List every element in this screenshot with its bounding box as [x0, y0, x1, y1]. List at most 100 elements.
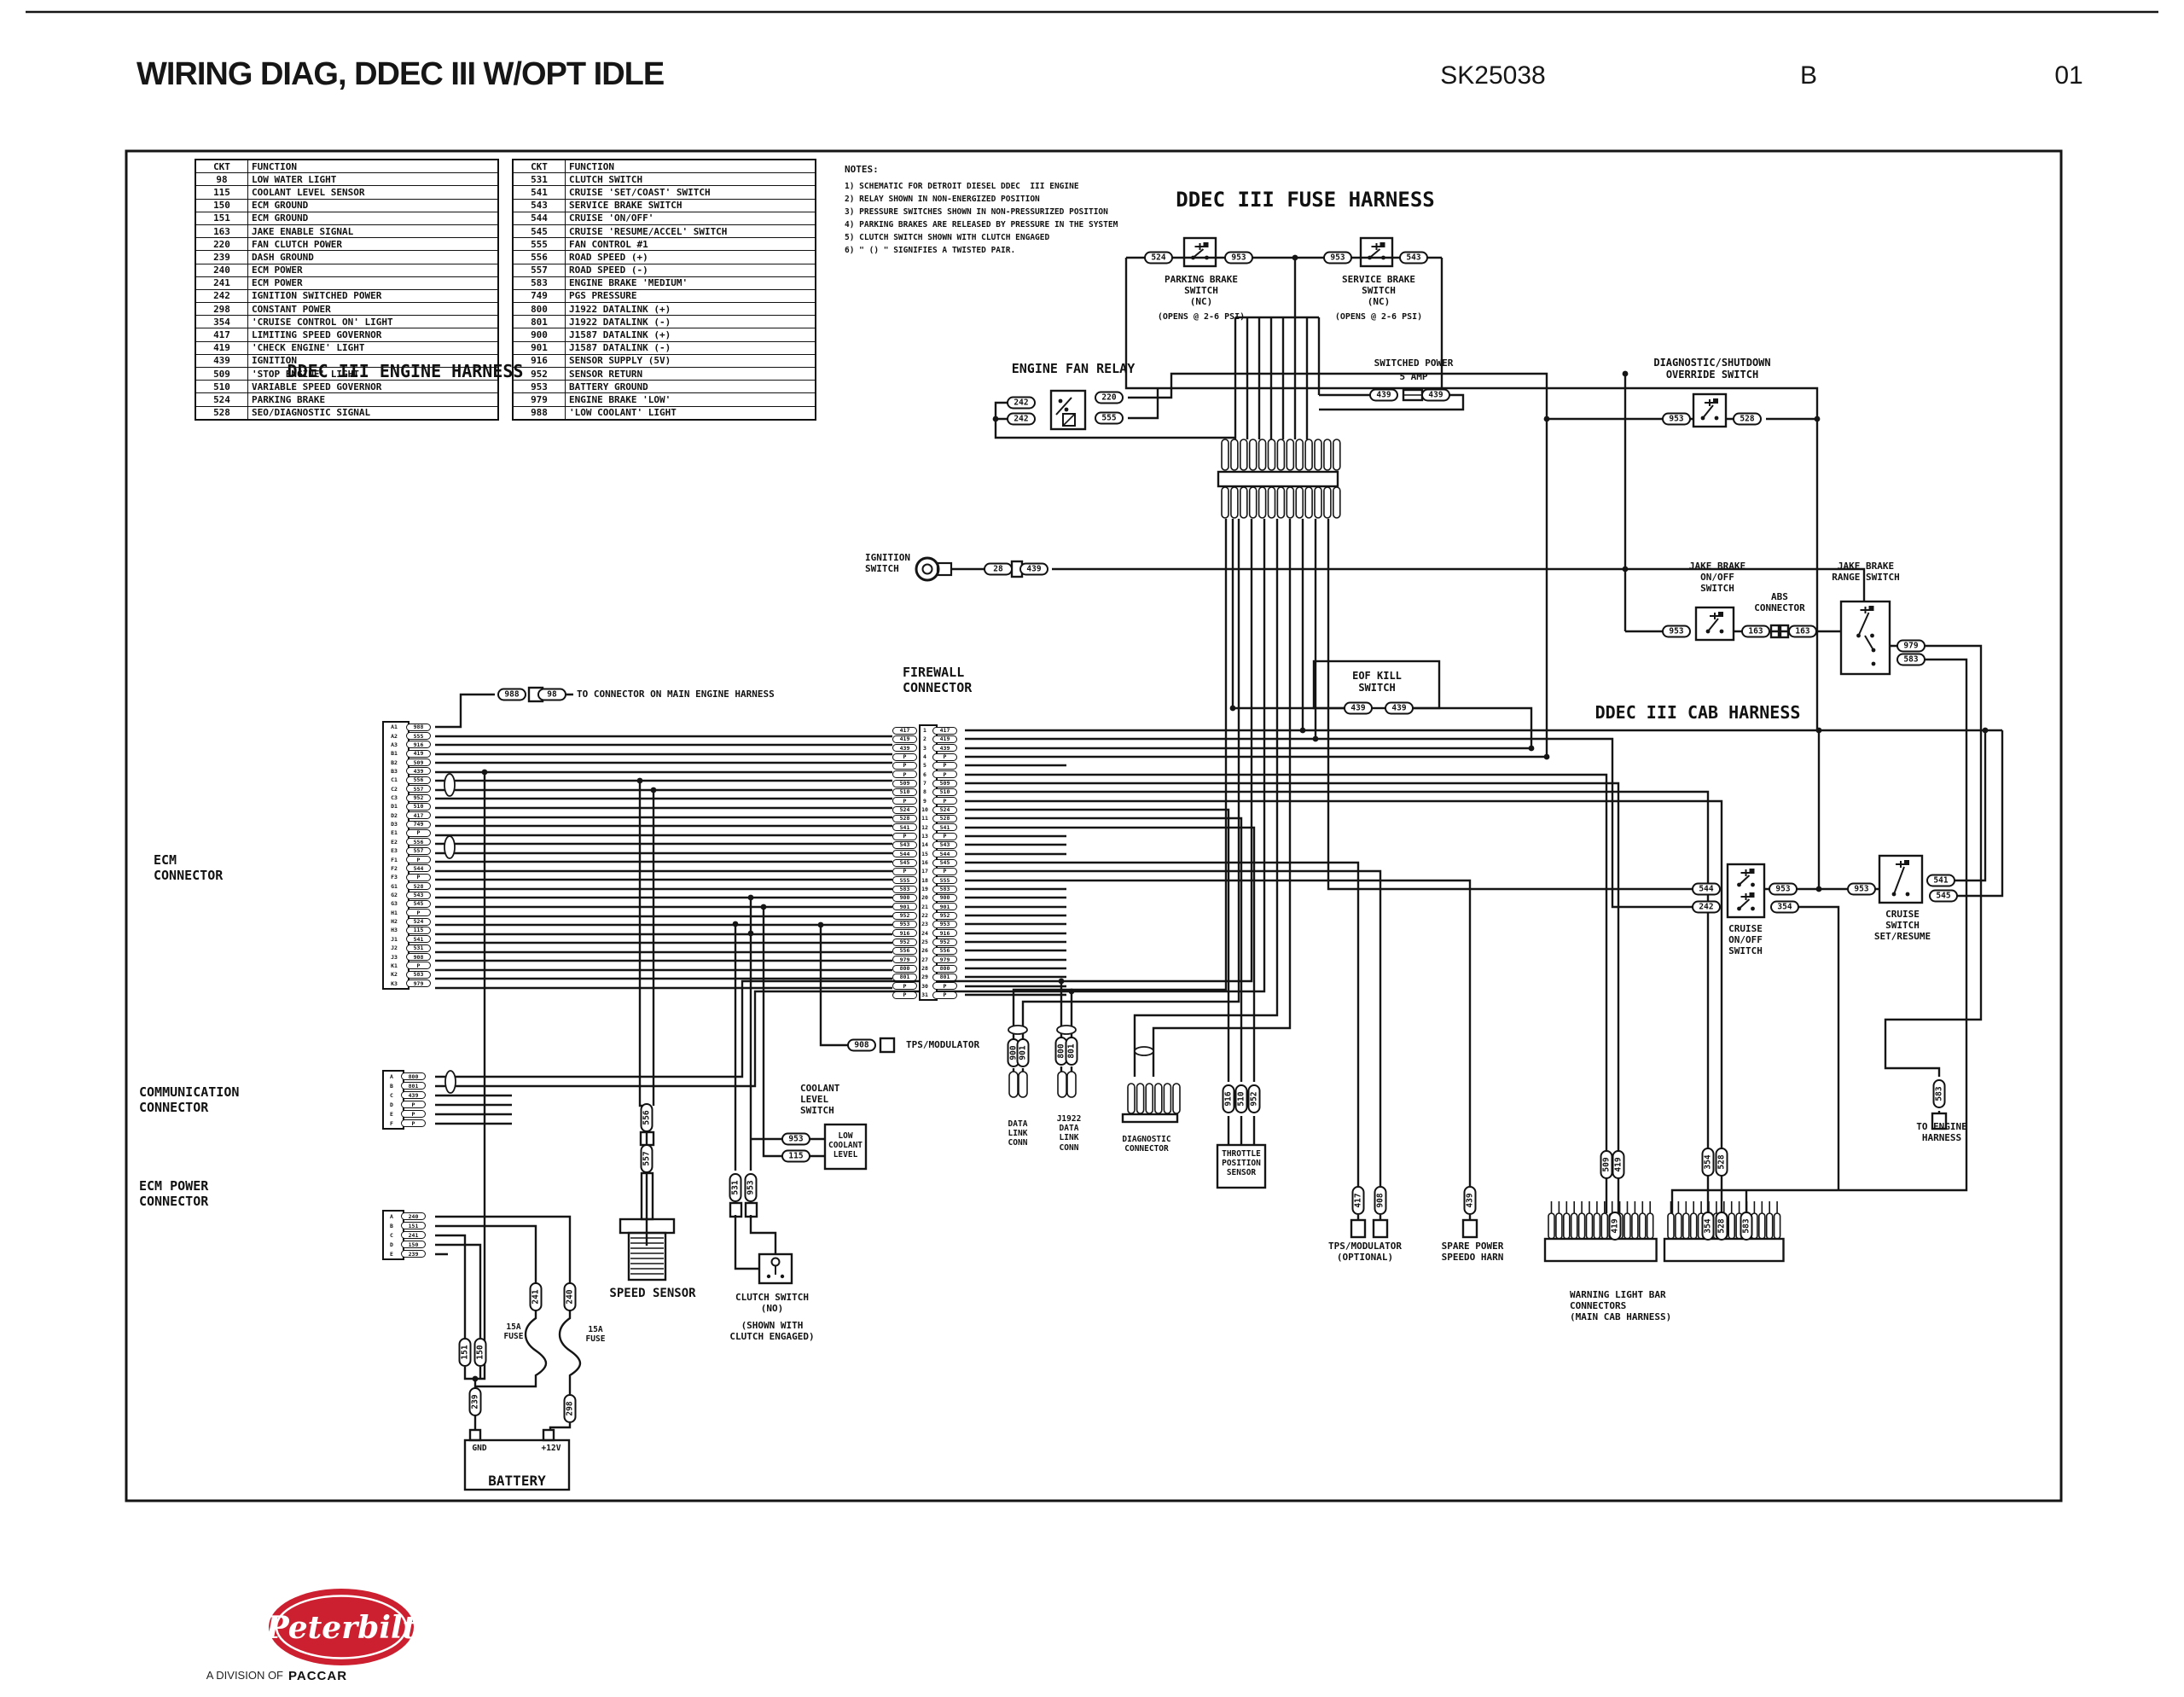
- pin-wire-pill: 801: [932, 973, 957, 981]
- pin-wire-pill: 528: [932, 814, 957, 822]
- function-cell: ECM POWER: [247, 263, 499, 277]
- junction-dot: [992, 416, 999, 422]
- wire-pill: 239: [468, 1387, 482, 1416]
- warning-light-bar-connector-left-pin: [1600, 1212, 1609, 1240]
- pin-wire-pill: 528: [892, 814, 917, 822]
- pin-wire-pill: 240: [401, 1212, 426, 1220]
- diagram-label: 15A FUSE: [585, 1325, 606, 1345]
- pin-id: B3: [391, 767, 398, 775]
- ckt-cell: 531: [512, 172, 566, 187]
- function-cell: BATTERY GROUND: [565, 380, 816, 394]
- pin-wire-pill: 241: [401, 1231, 426, 1239]
- pin-wire-pill: 419: [932, 735, 957, 743]
- pin-wire-pill: P: [406, 856, 431, 864]
- pin-id: G1: [391, 882, 398, 890]
- pin-wire-pill: 583: [932, 885, 957, 893]
- pin-wire-pill: 979: [932, 956, 957, 964]
- function-cell: ENGINE BRAKE 'MEDIUM': [565, 276, 816, 290]
- logo-oval: [269, 1589, 414, 1665]
- pin-id: C: [390, 1231, 393, 1239]
- function-cell: PGS PRESSURE: [565, 288, 816, 304]
- pin-id: B1: [391, 750, 398, 758]
- pin-wire-pill: P: [932, 867, 957, 875]
- pin-wire-pill: 583: [892, 885, 917, 893]
- pin-id: J2: [391, 944, 398, 952]
- pin-wire-pill: 952: [932, 938, 957, 946]
- pin-wire-pill: 545: [892, 858, 917, 867]
- ckt-cell: 900: [512, 328, 566, 342]
- diagnostic-pin: [1163, 1083, 1172, 1114]
- pin-id: 4: [923, 753, 926, 761]
- clutch-connector: [744, 1201, 758, 1218]
- warning-light-bar-connector-right-pin: [1773, 1212, 1781, 1240]
- pin-wire-pill: 419: [406, 749, 431, 758]
- pin-id: 11: [921, 815, 928, 822]
- wire-pill: 908: [1374, 1186, 1387, 1215]
- ckt-cell: 419: [195, 340, 248, 355]
- pin-wire-pill: 150: [401, 1241, 426, 1248]
- junction-dot: [1292, 254, 1298, 261]
- function-cell: SERVICE BRAKE SWITCH: [565, 198, 816, 212]
- pin-id: 22: [921, 912, 928, 920]
- ckt-cell: 543: [512, 198, 566, 212]
- pin-wire-pill: 541: [932, 823, 957, 832]
- junction-dot: [1068, 988, 1075, 995]
- col-header-function: FUNCTION: [565, 159, 816, 174]
- bulkhead-pin: [1314, 439, 1322, 471]
- bulkhead-pin: [1333, 486, 1341, 519]
- ckt-cell: 800: [512, 302, 566, 317]
- diagram-label: THROTTLE POSITION SENSOR: [1222, 1149, 1261, 1178]
- warning-light-bar-connector-left-pin: [1639, 1212, 1647, 1240]
- pin-wire-pill: 541: [892, 823, 917, 832]
- pin-wire-pill: 543: [406, 891, 431, 899]
- junction-dot: [1814, 416, 1821, 422]
- bulkhead-pin: [1221, 486, 1229, 519]
- connector-pin-row: B1 419: [382, 749, 431, 758]
- wire-pill: 557: [640, 1144, 653, 1173]
- note-item: 5) CLUTCH SWITCH SHOWN WITH CLUTCH ENGAG…: [845, 233, 1050, 242]
- pin-id: E: [390, 1250, 393, 1258]
- note-item: 4) PARKING BRAKES ARE RELEASED BY PRESSU…: [845, 220, 1118, 230]
- bulkhead-pin: [1276, 439, 1286, 471]
- pin-id: 1: [923, 727, 926, 735]
- pin-wire-pill: 952: [892, 938, 917, 946]
- pin-wire-pill: P: [892, 770, 917, 779]
- wire-pill: 953: [1662, 625, 1691, 638]
- ckt-cell: 298: [195, 302, 248, 317]
- pin-wire-pill: 417: [892, 726, 917, 735]
- pin-wire-pill: 800: [892, 964, 917, 973]
- pin-id: H2: [391, 918, 398, 926]
- ckt-cell: 528: [195, 405, 248, 421]
- warning-light-bar-connector-left-pin: [1646, 1212, 1654, 1240]
- pin-wire-pill: 544: [892, 850, 917, 858]
- warning-light-bar-connector-left-pin: [1570, 1212, 1578, 1240]
- pin-id: 5: [923, 762, 926, 770]
- service-brake-switch-box: [1359, 236, 1394, 268]
- pin-id: 26: [921, 947, 928, 955]
- warning-light-bar-connector-right-pin: [1728, 1212, 1735, 1240]
- diagram-label: CLUTCH SWITCH (NO): [735, 1292, 810, 1314]
- wire-pill: 528: [1715, 1148, 1728, 1177]
